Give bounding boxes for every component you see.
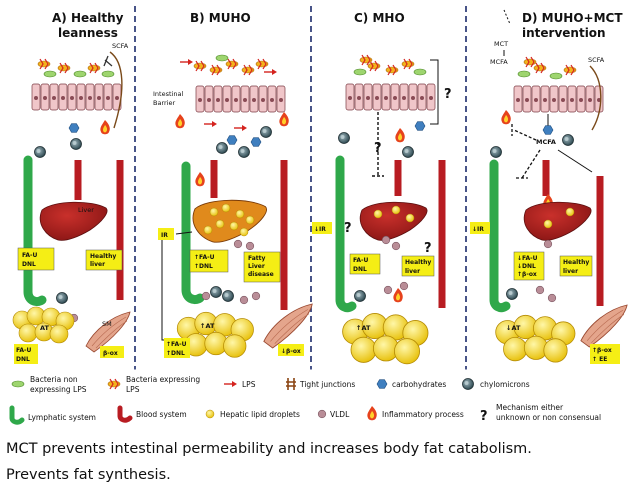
svg-text:↑DNL: ↑DNL	[166, 350, 185, 357]
svg-text:↑DNL: ↑DNL	[194, 263, 213, 270]
caption-line2: Prevents fat synthesis.	[6, 467, 171, 483]
svg-text:liver: liver	[405, 268, 420, 275]
tight-junction-icon	[286, 378, 296, 390]
svg-text:FA-U: FA-U	[16, 347, 32, 354]
svg-text:chylomicrons: chylomicrons	[480, 380, 530, 389]
svg-text:?: ?	[444, 87, 452, 102]
svg-text:FA-U: FA-U	[353, 257, 369, 264]
svg-text:?: ?	[344, 221, 352, 236]
svg-text:SM: SM	[102, 320, 112, 328]
svg-text:Liver: Liver	[248, 263, 265, 270]
panel-a-title-line2: leanness	[58, 26, 118, 40]
panel-d: D) MUHO+MCT intervention MCT MCFA SCFA M…	[470, 9, 628, 364]
svg-text:β-ox: β-ox	[103, 350, 118, 357]
caption-line1: MCT prevents intestinal permeability and…	[6, 441, 532, 457]
svg-text:DNL: DNL	[353, 266, 367, 273]
svg-text:DNL: DNL	[16, 356, 30, 363]
lymphatic-icon	[9, 405, 25, 425]
svg-text:Blood system: Blood system	[136, 410, 187, 419]
svg-text:Tight junctions: Tight junctions	[299, 380, 355, 389]
ir-box-d: ↓IR	[472, 226, 484, 233]
legend-bact-non-line2: expressing LPS	[30, 385, 87, 394]
svg-text:Inflammatory process: Inflammatory process	[382, 410, 464, 419]
svg-text:↑FA-U: ↑FA-U	[194, 254, 215, 261]
panel-d-title-line2: intervention	[522, 26, 606, 40]
panel-a-title-line1: A) Healthy	[52, 11, 124, 25]
svg-text:Healthy: Healthy	[90, 253, 116, 260]
svg-text:↓FA-U: ↓FA-U	[517, 255, 538, 262]
svg-text:liver: liver	[90, 261, 105, 268]
panel-b: B) MUHO Intestinal Barrier IR ↑FA-U ↑DNL…	[153, 11, 313, 358]
liver-label: Liver	[78, 206, 94, 214]
legend-bact-non-line1: Bacteria non	[30, 375, 78, 384]
svg-text:LPS: LPS	[242, 380, 256, 389]
svg-text:↓β-ox: ↓β-ox	[281, 348, 301, 355]
svg-text:Intestinal: Intestinal	[153, 90, 183, 98]
svg-text:MCFA: MCFA	[490, 58, 508, 66]
mct-label: MCT	[494, 40, 508, 48]
svg-text:SCFA: SCFA	[588, 56, 605, 64]
svg-text:Lymphatic system: Lymphatic system	[28, 413, 96, 422]
legend: Bacteria non expressing LPS Bacteria exp…	[4, 369, 625, 425]
svg-text:Barrier: Barrier	[153, 99, 175, 107]
svg-text:AT: AT	[40, 324, 50, 332]
svg-text:Mechanism either: Mechanism either	[496, 403, 564, 412]
scfa-label: SCFA	[112, 42, 129, 50]
svg-text:liver: liver	[563, 268, 578, 275]
panel-c-title: C) MHO	[354, 11, 405, 25]
svg-text:?: ?	[424, 241, 432, 256]
svg-text:↑β-ox: ↑β-ox	[517, 271, 537, 278]
svg-text:↑AT: ↑AT	[356, 324, 371, 332]
svg-text:Hepatic lipid droplets: Hepatic lipid droplets	[220, 410, 300, 419]
svg-text:↑β-ox: ↑β-ox	[592, 347, 612, 354]
panel-c: C) MHO ? ? ↓IR ? ? FA-U DNL Healthy live…	[312, 11, 452, 365]
svg-text:DNL: DNL	[22, 261, 36, 268]
svg-text:LPS: LPS	[126, 385, 140, 394]
svg-text:↓DNL: ↓DNL	[517, 263, 536, 270]
panel-a: A) Healthy leanness SCFA Liver FA-U DNL …	[12, 11, 131, 364]
mcfa-label: MCFA	[536, 138, 556, 146]
panel-b-title: B) MUHO	[190, 11, 251, 25]
svg-text:↑ EE: ↑ EE	[592, 356, 607, 363]
ir-box-c: ↓IR	[314, 226, 326, 233]
svg-text:Fatty: Fatty	[248, 255, 266, 262]
svg-text:Healthy: Healthy	[405, 259, 431, 266]
caption: MCT prevents intestinal permeability and…	[6, 436, 626, 488]
svg-text:↑AT: ↑AT	[200, 322, 215, 330]
panel-d-title-line1: D) MUHO+MCT	[522, 11, 623, 25]
ir-box-b: IR	[161, 232, 168, 239]
svg-text:disease: disease	[248, 271, 274, 278]
svg-text:↓AT: ↓AT	[506, 324, 521, 332]
svg-text:Healthy: Healthy	[563, 259, 589, 266]
svg-text:carbohydrates: carbohydrates	[392, 380, 446, 389]
svg-text:Bacteria expressing: Bacteria expressing	[126, 375, 200, 384]
svg-text:unknown or non consensual: unknown or non consensual	[496, 413, 601, 422]
svg-text:?: ?	[374, 141, 382, 156]
question-icon: ?	[480, 409, 488, 424]
svg-text:FA-U: FA-U	[22, 252, 38, 259]
svg-text:↑FA-U: ↑FA-U	[166, 341, 187, 348]
svg-text:VLDL: VLDL	[330, 410, 350, 419]
blood-vessel-icon	[117, 405, 133, 423]
